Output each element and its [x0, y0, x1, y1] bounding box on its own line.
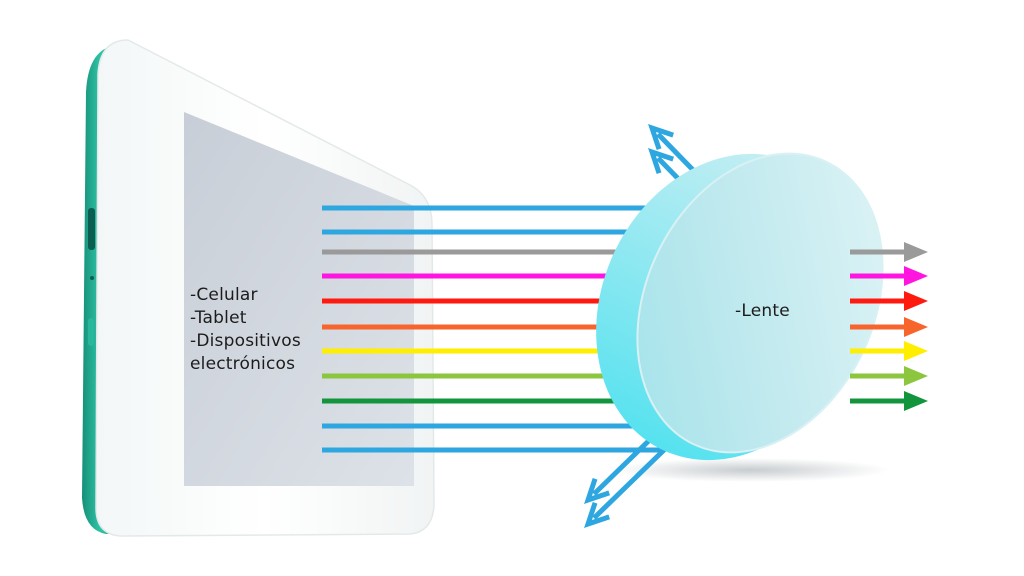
- exit-arrow-4-icon: [904, 317, 928, 337]
- exit-arrow-7-icon: [904, 391, 928, 411]
- device-label-line-1: -Celular: [190, 285, 258, 305]
- reflect-arrow-top-1-icon: [648, 124, 675, 151]
- device-label: -Celular -Tablet -Dispositivos electróni…: [190, 284, 301, 376]
- charging-port-icon: [88, 208, 95, 250]
- exit-arrow-6-icon: [904, 366, 928, 386]
- side-button-icon: [88, 318, 94, 346]
- reflect-arrow-bottom-1-icon: [584, 477, 611, 504]
- reflect-arrow-bottom-2-icon: [584, 501, 611, 528]
- lens: [596, 152, 884, 461]
- device-label-line-2: -Tablet: [190, 308, 247, 328]
- device-label-line-3: -Dispositivos: [190, 331, 301, 351]
- exit-arrow-3-icon: [904, 291, 928, 311]
- device-label-line-4: electrónicos: [190, 354, 296, 374]
- lens-shadow: [610, 458, 890, 482]
- exit-arrow-5-icon: [904, 341, 928, 361]
- transmitted-and-reflected-rays: [584, 124, 928, 528]
- exit-arrow-2-icon: [904, 266, 928, 286]
- microphone-dot-icon: [90, 276, 94, 280]
- lens-label: -Lente: [735, 301, 790, 321]
- reflect-arrow-top-2-icon: [648, 148, 675, 175]
- exit-arrow-1-icon: [904, 242, 928, 262]
